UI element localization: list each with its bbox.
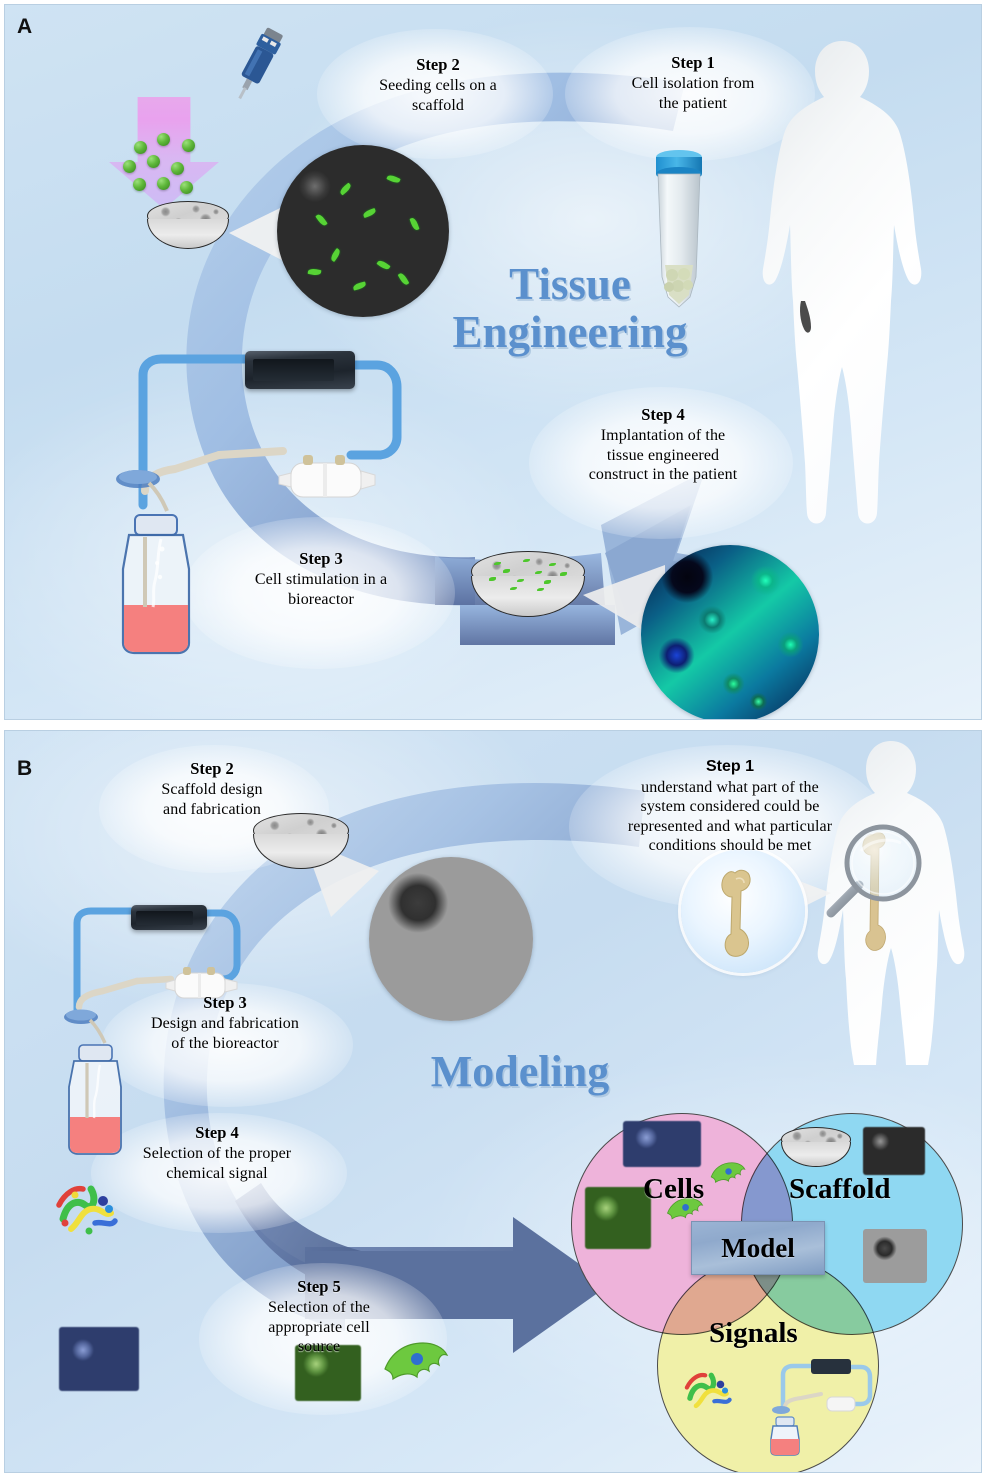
- step-5-b: Step 5 Selection of the appropriate cell…: [219, 1277, 419, 1357]
- micrograph-fluorescent-tissue: [641, 545, 819, 719]
- step-4-b-head: Step 4: [195, 1123, 239, 1142]
- micrograph-seeded-scaffold: [277, 145, 449, 317]
- step-2-a: Step 2 Seeding cells on a scaffold: [341, 55, 535, 115]
- femur-bone-detail: [721, 869, 751, 957]
- venn-label-scaffold: Scaffold: [789, 1173, 891, 1205]
- venn-thumb-green-cells: [585, 1187, 651, 1249]
- cell-bead: [134, 141, 147, 154]
- panel-b: B: [4, 730, 982, 1473]
- dish-side: [147, 219, 229, 249]
- step-3-a: Step 3 Cell stimulation in a bioreactor: [211, 549, 431, 609]
- venn-amoeba-1: [710, 1162, 746, 1184]
- venn-thumb-blue-cells: [623, 1121, 701, 1167]
- media-bottle: [116, 470, 191, 655]
- venn-label-cells: Cells: [643, 1173, 705, 1205]
- cell-bead: [123, 160, 136, 173]
- venn-model-box: Model: [691, 1221, 825, 1275]
- step-2-b-head: Step 2: [190, 759, 234, 778]
- venn-thumb-sem-network: [863, 1229, 927, 1283]
- step-1-b: Step 1 understand what part of the syste…: [583, 757, 877, 856]
- dish-side: [781, 1142, 851, 1167]
- step-2-a-head: Step 2: [416, 55, 460, 74]
- scaffold-dish-empty: [147, 201, 229, 249]
- venn-amoeba-2: [666, 1197, 704, 1220]
- human-silhouette: [762, 41, 922, 524]
- panel-a: A: [4, 4, 982, 720]
- cell-bead: [182, 139, 195, 152]
- cell-bead: [157, 133, 170, 146]
- bioreactor-pump-controller-b: [131, 905, 207, 930]
- step-4-a-head: Step 4: [641, 405, 685, 424]
- step-4-a: Step 4 Implantation of the tissue engine…: [547, 405, 779, 485]
- micrograph-scaffold-pores: [369, 857, 533, 1021]
- cell-bead: [180, 181, 193, 194]
- thumb-blue-stem-cells: [59, 1327, 139, 1391]
- cell-bead: [171, 162, 184, 175]
- panel-b-title: Modeling: [430, 1047, 610, 1096]
- step-3-b-head: Step 3: [203, 993, 247, 1012]
- step-4-b-body: Selection of the proper chemical signal: [142, 1145, 292, 1182]
- step-4-a-body: Implantation of the tissue engineered co…: [588, 427, 738, 484]
- venn-protein-ribbon: [684, 1372, 732, 1409]
- step-1-a: Step 1 Cell isolation from the patient: [593, 53, 793, 113]
- dish-side: [471, 576, 585, 617]
- step-1-b-body: understand what part of the system consi…: [627, 778, 833, 855]
- bioreactor-chamber: [278, 455, 376, 498]
- panel-b-letter: B: [17, 757, 33, 780]
- scaffold-dish-b: [253, 813, 349, 869]
- panel-a-title: Tissue Engineering: [425, 259, 715, 357]
- venn-diagram: Cells Scaffold Signals Model: [567, 1111, 967, 1472]
- cell-bead: [157, 177, 170, 190]
- step-5-b-body: Selection of the appropriate cell source: [267, 1299, 370, 1356]
- step-3-a-head: Step 3: [299, 549, 343, 568]
- step-4-b: Step 4 Selection of the proper chemical …: [101, 1123, 333, 1183]
- step-2-b-body: Scaffold design and fabrication: [161, 781, 263, 818]
- step-1-a-head: Step 1: [671, 53, 715, 72]
- venn-label-signals: Signals: [709, 1317, 798, 1349]
- tissue-construct-dish: [471, 551, 585, 617]
- dish-side: [253, 834, 349, 869]
- venn-scaffold-dish: [781, 1127, 851, 1167]
- cell-seeding-arrow: [109, 97, 219, 209]
- venn-model-label: Model: [721, 1232, 795, 1263]
- bioreactor-pump-controller: [245, 351, 355, 389]
- step-1-a-body: Cell isolation from the patient: [631, 75, 755, 112]
- cell-bead: [133, 178, 146, 191]
- venn-thumb-granules: [863, 1127, 925, 1175]
- pipette-icon: [238, 27, 283, 100]
- step-5-b-head: Step 5: [297, 1277, 341, 1296]
- panel-a-title-line1: Tissue: [509, 259, 631, 309]
- panel-a-letter: A: [17, 15, 33, 38]
- step-3-b: Step 3 Design and fabrication of the bio…: [109, 993, 341, 1053]
- cell-bead: [147, 155, 160, 168]
- step-3-a-body: Cell stimulation in a bioreactor: [254, 571, 388, 608]
- step-2-b: Step 2 Scaffold design and fabrication: [117, 759, 307, 819]
- panel-a-title-line2: Engineering: [452, 306, 688, 357]
- step-3-b-body: Design and fabrication of the bioreactor: [151, 1015, 299, 1052]
- step-1-b-head: Step 1: [705, 758, 754, 775]
- step-2-a-body: Seeding cells on a scaffold: [379, 77, 497, 114]
- venn-mini-bioreactor: [770, 1359, 873, 1456]
